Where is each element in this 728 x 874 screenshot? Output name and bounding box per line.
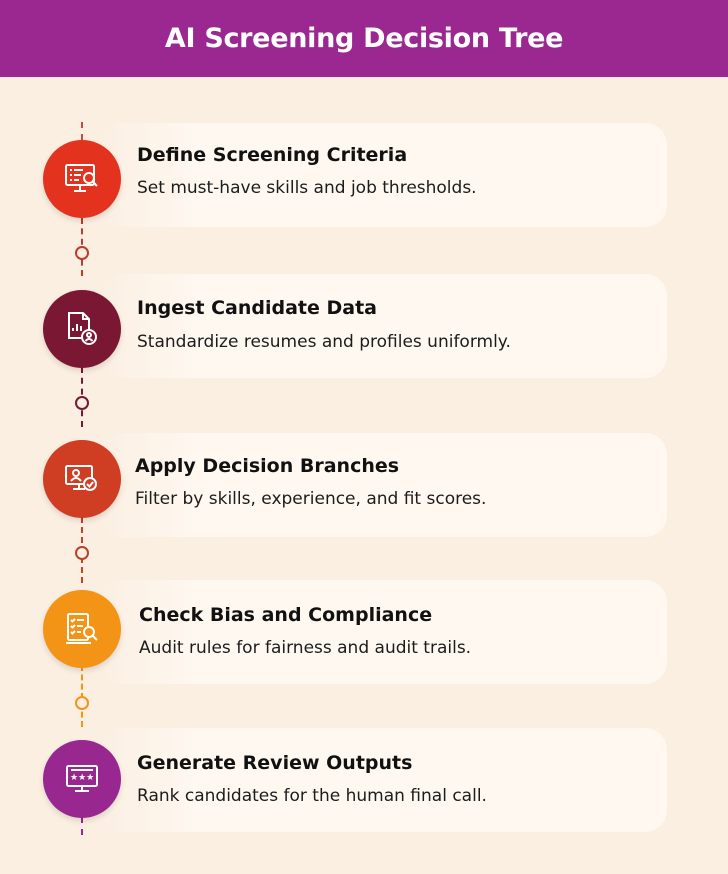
page-title: AI Screening Decision Tree [164,23,564,54]
step-title: Ingest Candidate Data [137,297,377,319]
header-banner: AI Screening Decision Tree [0,0,728,77]
step-description: Standardize resumes and profiles uniform… [137,332,511,352]
step-icon-circle [43,290,121,368]
step-description: Rank candidates for the human final call… [137,786,487,806]
timeline-connector [81,817,83,835]
svg-text:★★★: ★★★ [70,773,94,783]
checklist-magnifier-icon [66,613,98,644]
step-card [100,580,667,684]
step-icon-circle [43,440,121,518]
document-chart-user-icon [68,312,97,345]
user-screen-check-icon [65,465,97,491]
step-title: Generate Review Outputs [137,752,413,774]
timeline-connector [81,122,83,140]
step-description: Filter by skills, experience, and fit sc… [135,489,487,509]
timeline-node [75,546,89,560]
step-card [100,123,667,227]
rating-stars-monitor-icon: ★★★ [66,765,98,792]
timeline-node [75,696,89,710]
step-card [100,728,667,832]
step-title: Apply Decision Branches [135,455,400,477]
step-title: Check Bias and Compliance [139,604,433,626]
step-description: Audit rules for fairness and audit trail… [139,638,472,658]
decision-tree-timeline: Define Screening Criteria Set must-have … [0,77,728,874]
step-icon-circle [43,590,121,668]
step-card [100,433,667,537]
step-description: Set must-have skills and job thresholds. [137,178,477,198]
step-icon-circle: ★★★ [43,740,121,818]
monitor-checklist-search-icon [65,164,98,192]
timeline-node [75,246,89,260]
step-card [100,274,667,378]
step-title: Define Screening Criteria [137,144,408,166]
timeline-node [75,396,89,410]
step-icon-circle [43,140,121,218]
